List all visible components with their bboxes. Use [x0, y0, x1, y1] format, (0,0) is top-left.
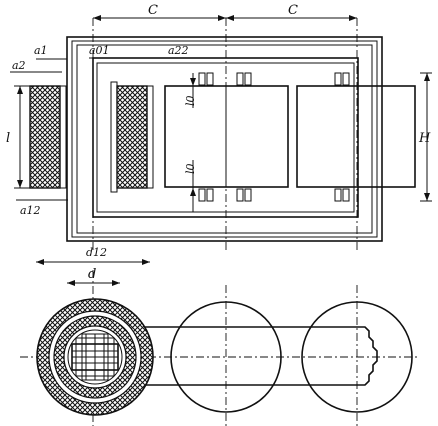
dimension-a1: a1 [34, 44, 67, 60]
label-d: d [88, 267, 96, 282]
label-a12: a12 [20, 204, 41, 217]
label-a2: a2 [12, 59, 26, 72]
dimension-d12: d12 [36, 246, 150, 265]
outer-coil-winding [29, 85, 67, 189]
dimension-l0-bottom: l0 [184, 160, 197, 212]
core-limb-right [296, 85, 416, 188]
limb-circle-center [170, 301, 282, 413]
dimension-l0-top: l0 [184, 73, 197, 108]
core-frame [66, 36, 383, 242]
label-h: H [418, 131, 431, 146]
dimension-a01: a01 [89, 44, 115, 59]
dimension-h: H [418, 72, 432, 202]
label-l: l [6, 131, 10, 146]
label-l0-top: l0 [184, 95, 197, 106]
dimension-c: C C [93, 3, 357, 21]
label-c-right: C [288, 3, 298, 18]
dimension-a22: a22 [145, 44, 190, 59]
label-a01: a01 [89, 44, 110, 57]
label-l0-bottom: l0 [184, 163, 197, 174]
dimension-l: l [6, 85, 30, 189]
inner-coil-winding [110, 81, 154, 193]
label-d12: d12 [86, 246, 107, 259]
coil-plan [36, 298, 154, 416]
core-limb-center [164, 85, 289, 188]
label-c-left: C [148, 3, 158, 18]
limb-circle-right [301, 301, 413, 413]
dimension-a12: a12 [16, 199, 68, 217]
label-a1: a1 [34, 44, 48, 57]
dimension-a2: a2 [10, 59, 62, 73]
dimension-d: d [67, 267, 120, 286]
yoke-spacers [198, 72, 350, 202]
yoke-plan [120, 326, 378, 386]
label-a22: a22 [168, 44, 189, 57]
